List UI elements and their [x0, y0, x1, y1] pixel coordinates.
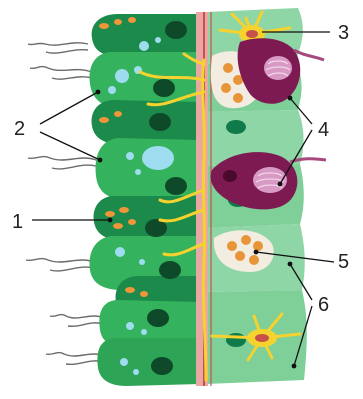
nerve-nucleus	[246, 30, 258, 38]
granule	[125, 287, 135, 293]
nerve-nucleus	[255, 334, 269, 342]
vacuole	[139, 259, 145, 265]
epithelial-cell	[92, 100, 200, 144]
granule	[114, 111, 122, 117]
label-2: 2	[14, 118, 25, 140]
granule-cell-icon	[233, 93, 243, 103]
goblet-nucleus	[223, 170, 237, 182]
granule	[105, 211, 115, 217]
granule	[128, 17, 136, 23]
granule-cell-icon	[221, 83, 231, 93]
granule	[99, 23, 109, 29]
granule	[140, 291, 148, 297]
vacuole	[126, 152, 134, 160]
cell-nucleus-icon	[149, 113, 171, 131]
granule	[119, 207, 129, 213]
granule	[113, 223, 123, 229]
epithelial-cell	[97, 338, 200, 386]
label-6: 6	[318, 294, 329, 316]
cell-nucleus-icon	[226, 120, 246, 134]
granule-cell-icon	[249, 255, 259, 265]
cilia-line-icon	[52, 165, 96, 169]
cell-nucleus-icon	[165, 177, 187, 195]
vacuole	[115, 69, 129, 83]
label-3: 3	[338, 22, 349, 44]
cell-nucleus-icon	[226, 333, 246, 347]
vacuole	[126, 322, 134, 330]
cell-nucleus-icon	[153, 79, 175, 97]
goblet-cell-top	[238, 38, 324, 104]
vacuole	[133, 369, 139, 375]
goblet-cell-tail	[294, 50, 324, 60]
cilia-line-icon	[52, 77, 92, 79]
granule	[128, 219, 136, 225]
granule-cell-icon	[241, 235, 251, 245]
cilia-line-icon	[26, 259, 94, 262]
cilia-line-icon	[50, 267, 94, 271]
vacuole	[142, 146, 174, 170]
label-5: 5	[338, 251, 349, 273]
cilia-line-icon	[50, 315, 104, 318]
cilia-line-icon	[46, 353, 104, 356]
cilia-line-icon	[30, 67, 92, 72]
cilia-line-icon	[46, 50, 88, 53]
cilia-line-icon	[68, 323, 104, 326]
label-1: 1	[12, 211, 23, 233]
granule-cell-icon	[253, 241, 263, 251]
granule	[114, 19, 122, 25]
cell-nucleus-icon	[165, 21, 187, 39]
granule	[99, 117, 109, 123]
granule-cell-icon	[235, 251, 245, 261]
label-4: 4	[318, 119, 329, 141]
vacuole	[120, 358, 128, 366]
cilia-line-icon	[28, 157, 96, 160]
vacuole	[135, 169, 141, 175]
vacuole	[108, 86, 116, 94]
vacuole	[139, 41, 149, 51]
cilia-line-icon	[28, 43, 88, 45]
vacuole	[115, 247, 125, 257]
granule-cell-icon	[223, 63, 233, 73]
cell-nucleus-icon	[159, 261, 181, 279]
cell-nucleus-icon	[151, 357, 173, 375]
granule-cell-icon	[227, 241, 237, 251]
vacuole	[141, 329, 147, 335]
cell-nucleus-icon	[147, 309, 169, 327]
vacuole	[155, 37, 161, 43]
epithelial-cell	[90, 52, 200, 108]
